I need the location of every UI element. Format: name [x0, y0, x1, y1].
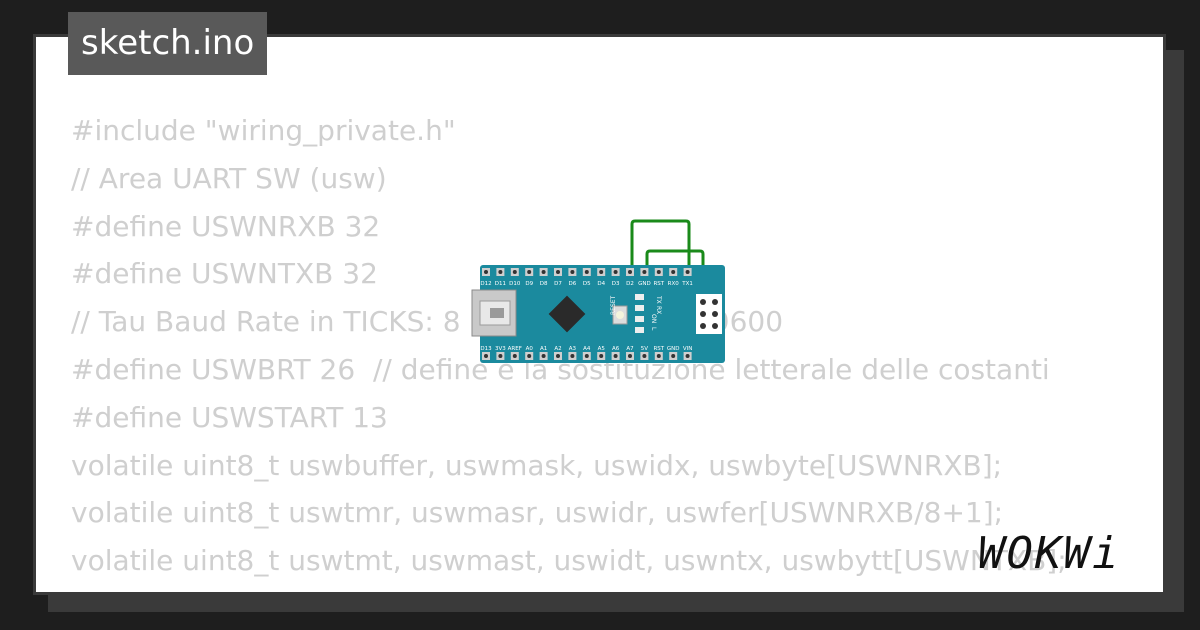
- top-pin-label: D3: [612, 281, 620, 287]
- bottom-pin-label: A6: [612, 346, 620, 352]
- code-line: volatile uint8_t uswbuffer, uswmask, usw…: [71, 448, 1003, 482]
- top-pin-hole: [556, 270, 560, 274]
- bottom-pin-hole: [484, 354, 488, 358]
- top-pin-label: TX1: [681, 281, 693, 287]
- bottom-pin-label: A0: [526, 346, 534, 352]
- top-pin-hole: [628, 270, 632, 274]
- top-pin-hole: [584, 270, 589, 274]
- bottom-pin-hole: [527, 354, 532, 358]
- top-pin-hole: [671, 270, 676, 274]
- bottom-pin-label: 5V: [641, 346, 648, 352]
- bottom-pin-label: RST: [653, 346, 664, 352]
- top-pin-label: D9: [525, 281, 533, 287]
- code-line: volatile uint8_t uswtmr, uswmasr, uswidr…: [71, 496, 1004, 530]
- status-leds: [635, 294, 644, 333]
- icsp-header: [696, 294, 722, 334]
- bottom-pin-hole: [584, 354, 589, 358]
- bottom-pin-label: A2: [554, 346, 561, 352]
- top-pin-label: RX0: [668, 281, 680, 287]
- top-pin-hole: [656, 270, 661, 274]
- file-tab[interactable]: sketch.ino: [68, 12, 268, 75]
- code-line: #define USWSTART 13: [71, 400, 388, 434]
- bottom-pin-hole: [570, 354, 575, 358]
- bottom-pin-label: A7: [626, 346, 634, 352]
- top-pin-label: D5: [583, 281, 591, 287]
- top-pin-hole: [570, 270, 575, 274]
- top-pin-label: D2: [626, 281, 634, 287]
- top-pin-hole: [484, 270, 488, 274]
- bottom-pin-hole: [642, 354, 647, 358]
- code-line: #include "wiring_private.h": [71, 114, 456, 147]
- top-pin-hole: [599, 270, 604, 274]
- bottom-pin-label: 3V3: [495, 346, 506, 352]
- bottom-pin-label: A1: [540, 346, 547, 352]
- top-pin-hole: [642, 270, 647, 274]
- wire-d2-rx: [645, 249, 705, 269]
- bottom-pin-label: A4: [583, 346, 591, 352]
- bottom-pin-hole: [628, 354, 632, 358]
- led-label-tx: TX: [655, 295, 662, 304]
- code-line: volatile uint8_t uswtmt, uswmast, uswidt…: [71, 544, 1067, 578]
- top-pin-label: GND: [638, 281, 651, 287]
- top-pin-label: D10: [509, 281, 521, 287]
- wire-d3-tx: [630, 219, 691, 269]
- wokwi-logo: WOKWi: [978, 528, 1120, 576]
- top-pin-label: D11: [495, 281, 506, 287]
- bottom-pin-label: A5: [598, 346, 606, 352]
- top-pin-hole: [498, 270, 503, 274]
- led-label-l: L: [650, 327, 657, 331]
- top-pin-label: D6: [569, 281, 577, 287]
- top-pin-label: D8: [540, 281, 548, 287]
- top-pin-hole: [613, 270, 618, 274]
- bottom-pin-label: A3: [569, 346, 577, 352]
- bottom-pin-hole: [656, 354, 661, 358]
- code-line: #define USWNTXB 32: [71, 257, 378, 291]
- top-pin-label: RST: [653, 281, 664, 287]
- top-pin-hole: [527, 270, 532, 274]
- bottom-pin-hole: [512, 354, 517, 358]
- top-pin-hole: [512, 270, 517, 274]
- top-pin-hole: [685, 270, 690, 274]
- bottom-pin-hole: [599, 354, 604, 358]
- bottom-pin-label: GND: [667, 346, 680, 352]
- bottom-pin-hole: [541, 354, 546, 358]
- led-label-on: ON: [650, 314, 657, 323]
- bottom-pin-hole: [556, 354, 560, 358]
- bottom-pin-hole: [671, 354, 676, 358]
- bottom-pin-label: VIN: [683, 346, 693, 352]
- led-label-rx: RX: [655, 306, 662, 314]
- bottom-pin-label: AREF: [508, 346, 522, 352]
- bottom-pin-hole: [498, 354, 503, 358]
- mcu-chip: [548, 295, 586, 333]
- bottom-pin-hole: [685, 354, 690, 358]
- bottom-pin-hole: [613, 354, 618, 358]
- pcb: [480, 265, 725, 363]
- top-pin-label: D4: [597, 281, 605, 287]
- code-line: #define USWNRXB 32: [71, 209, 381, 243]
- code-line: // Area UART SW (usw): [71, 161, 387, 195]
- top-pin-label: D12: [480, 281, 491, 287]
- reset-label: RESET: [610, 295, 617, 315]
- code-line: //: [71, 585, 1161, 593]
- code-line: // Tau Baud Rate in TICKS: 8 er 9600: [71, 305, 784, 339]
- top-pin-label: D7: [554, 281, 562, 287]
- top-pin-hole: [541, 270, 546, 274]
- code-editor[interactable]: #include "wiring_private.h" // Area UART …: [71, 107, 1161, 593]
- svg-text:WOKWi: WOKWi: [978, 528, 1120, 576]
- bottom-pin-label: D13: [480, 346, 492, 352]
